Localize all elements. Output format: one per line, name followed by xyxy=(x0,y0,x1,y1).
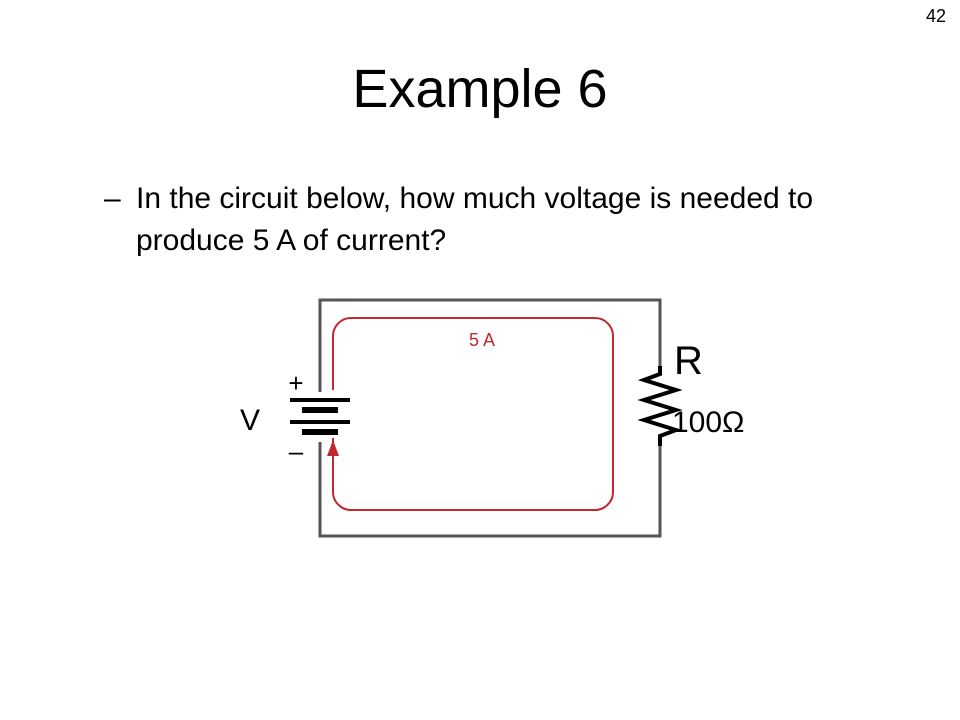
bullet-text: In the circuit below, how much voltage i… xyxy=(136,182,814,257)
battery-label: V xyxy=(240,404,260,437)
bullet-dash: – xyxy=(104,182,121,215)
battery-symbol xyxy=(290,398,350,435)
bullet-item: – In the circuit below, how much voltage… xyxy=(104,178,864,262)
resistance-value: 100Ω xyxy=(672,406,744,439)
battery-plus-sign: + xyxy=(288,368,303,398)
slide-title: Example 6 xyxy=(352,59,608,119)
resistor-symbol xyxy=(637,366,683,446)
current-arrow xyxy=(327,440,339,456)
circuit-diagram: + – V R 100Ω 5 A xyxy=(240,298,744,538)
current-label: 5 A xyxy=(469,330,495,350)
battery-minus-sign: – xyxy=(289,436,304,466)
page-number: 42 xyxy=(925,6,946,26)
resistor-label: R xyxy=(674,339,703,383)
